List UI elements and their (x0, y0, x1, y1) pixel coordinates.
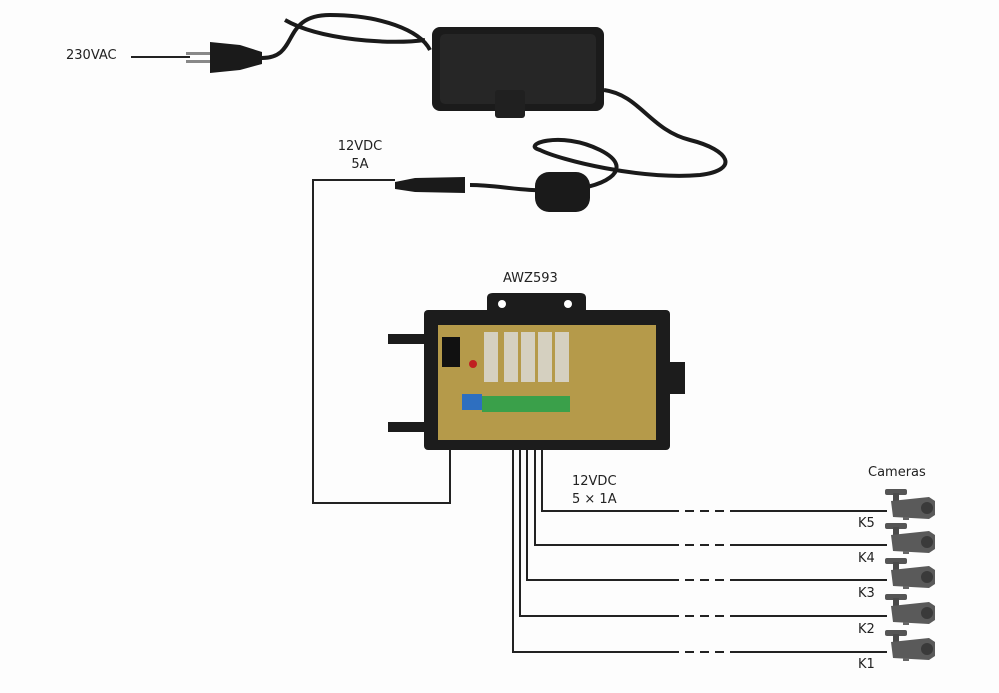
cameras-label: Cameras (868, 465, 926, 480)
camera-icon (885, 523, 935, 554)
channel-k2: K2 (858, 622, 875, 637)
camera-icon (885, 594, 935, 625)
camera-icon (885, 489, 935, 520)
mains-plug (186, 42, 262, 73)
ferrite-bead (535, 172, 590, 212)
module-label: AWZ593 (503, 271, 558, 286)
awz593-module (388, 293, 685, 450)
line-k1 (512, 450, 670, 653)
input-voltage-label: 230VAC (66, 48, 117, 63)
channel-k5: K5 (858, 516, 875, 531)
psu-output-current: 5A (351, 157, 369, 172)
dc-feed-line (312, 179, 451, 504)
line-k2 (519, 450, 670, 617)
channel-k3: K3 (858, 586, 875, 601)
camera-icon (885, 558, 935, 589)
output-lines (512, 450, 887, 653)
power-adapter (432, 27, 604, 118)
dc-plug (395, 177, 465, 193)
psu-output-voltage: 12VDC (337, 139, 383, 154)
line-k5 (541, 450, 670, 512)
line-k3 (526, 450, 670, 581)
camera-icon (885, 630, 935, 661)
mains-cable (261, 12, 432, 60)
channel-k1: K1 (858, 657, 875, 672)
outputs-current: 5 × 1A (572, 492, 617, 507)
channel-k4: K4 (858, 551, 875, 566)
line-k4 (534, 450, 670, 546)
outputs-voltage: 12VDC (572, 474, 617, 489)
